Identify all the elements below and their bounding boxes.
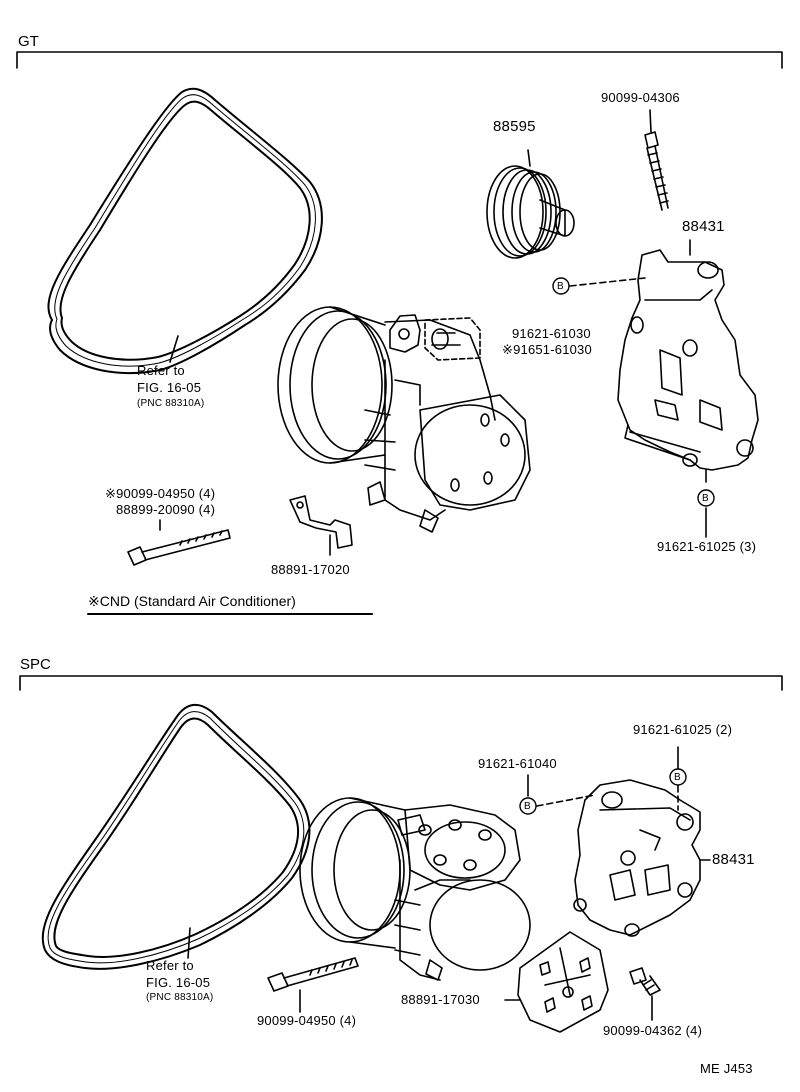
spc-nut-top-label: 91621-61025 (2) xyxy=(633,722,733,737)
gt-bracket-88431 xyxy=(617,239,759,471)
spc-compressor xyxy=(299,797,531,981)
gt-bolt-long-label-1: ※90099-04950 (4) xyxy=(105,486,216,501)
spc-cover-label: 88891-17030 xyxy=(401,992,480,1007)
gt-clip-label: 88891-17020 xyxy=(271,562,350,577)
spc-bolt-90099-04362 xyxy=(629,967,661,1021)
gt-clip-88891-17020 xyxy=(289,495,353,556)
gt-section-frame xyxy=(16,51,783,69)
gt-circle-b-bottom xyxy=(697,489,715,507)
spc-belt-ref-line1: Refer to xyxy=(146,958,194,973)
spc-circle-b-top xyxy=(669,768,687,786)
spc-nut-left-label: 91621-61040 xyxy=(478,756,557,771)
gt-bolt-top-label: 90099-04306 xyxy=(601,90,680,105)
gt-belt-ref-line2: FIG. 16-05 xyxy=(137,380,202,395)
gt-circle-b-top-letter: B xyxy=(557,281,564,292)
gt-bracket-label: 88431 xyxy=(682,218,725,235)
gt-bolt-90099-04950 xyxy=(127,519,231,566)
gt-section-title: GT xyxy=(18,33,39,50)
spc-drive-belt xyxy=(41,703,311,970)
gt-belt-ref-line1: Refer to xyxy=(137,363,185,378)
gt-pulley-label: 88595 xyxy=(493,118,536,135)
gt-circle-b-top xyxy=(552,277,570,295)
footer-code: ME J453 xyxy=(700,1061,753,1076)
spc-circle-b-top-letter: B xyxy=(674,772,681,783)
gt-drive-belt xyxy=(47,87,323,375)
gt-circle-b-bottom-letter: B xyxy=(702,493,709,504)
spc-belt-ref-line2: FIG. 16-05 xyxy=(146,975,211,990)
spc-belt-ref-line3: (PNC 88310A) xyxy=(146,992,214,1003)
spc-bracket-88431 xyxy=(573,779,711,937)
gt-b-leader-top xyxy=(569,277,646,287)
gt-pulley-88595 xyxy=(486,149,575,259)
spc-bolt-90099-04950 xyxy=(267,957,359,1013)
spc-bolt-small-label: 90099-04362 (4) xyxy=(603,1023,703,1038)
spc-section-frame xyxy=(19,675,783,691)
spc-belt-leader xyxy=(187,927,191,959)
gt-compressor xyxy=(277,306,531,533)
gt-nut-b-2-label: ※91651-61030 xyxy=(502,342,592,357)
spc-cover-88891-17030 xyxy=(504,931,609,1033)
gt-nut-bottom-label: 91621-61025 (3) xyxy=(657,539,757,554)
spc-circle-b-left-letter: B xyxy=(524,801,531,812)
gt-nut-b-1-label: 91621-61030 xyxy=(512,326,591,341)
spc-bracket-label: 88431 xyxy=(712,851,755,868)
gt-belt-ref-line3: (PNC 88310A) xyxy=(137,398,205,409)
spc-b-leader-left xyxy=(536,794,596,807)
gt-bolt-90099-04306 xyxy=(644,109,669,211)
spc-bolt-long-label: 90099-04950 (4) xyxy=(257,1013,357,1028)
spc-circle-b-left xyxy=(519,797,537,815)
spc-section-title: SPC xyxy=(20,656,51,673)
gt-note: ※CND (Standard Air Conditioner) xyxy=(88,593,296,609)
gt-bolt-long-label-2: 88899-20090 (4) xyxy=(116,502,216,517)
gt-belt-leader xyxy=(169,335,179,363)
